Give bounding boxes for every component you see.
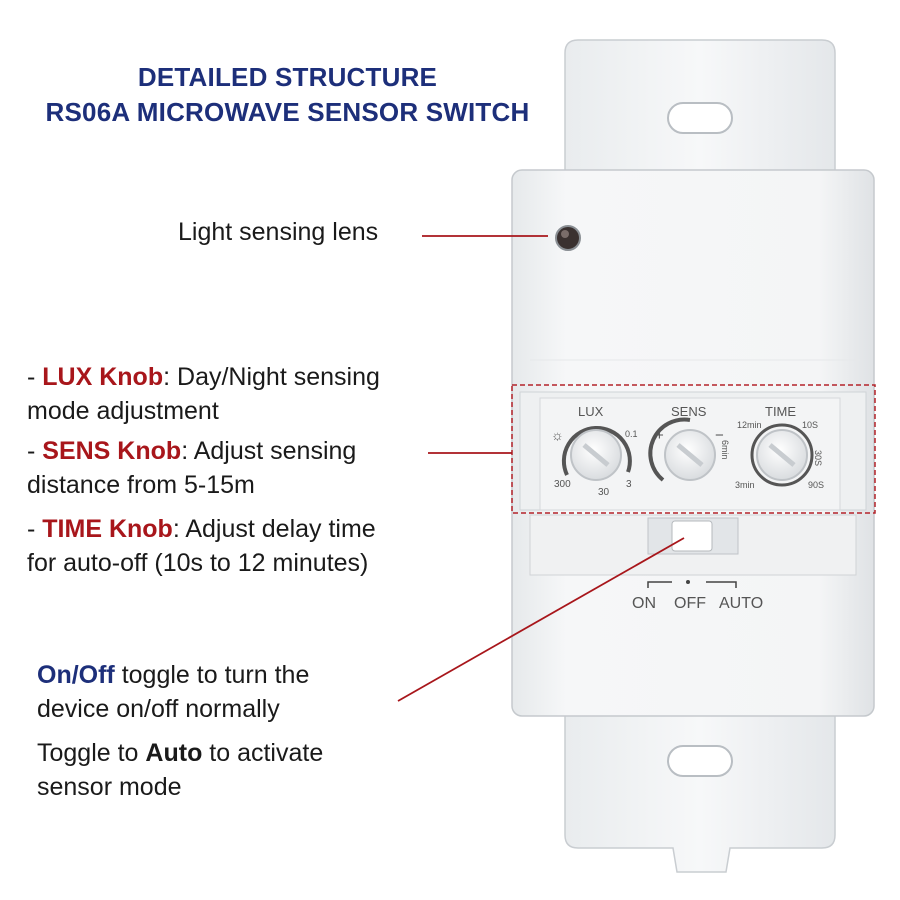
- callout-light-lens: Light sensing lens: [178, 218, 379, 246]
- callout-lux-desc: Day/Night sensing: [170, 363, 380, 391]
- time-scale-3min: 3min: [735, 480, 755, 490]
- knob-highlight-box: [511, 384, 876, 514]
- callout-auto: Toggle to Auto to activate sensor mode: [37, 736, 323, 804]
- lux-scale-300: 300: [554, 479, 571, 490]
- title-line-1: DETAILED STRUCTURE: [137, 62, 438, 92]
- title-line-2: RS06A MICROWAVE SENSOR SWITCH: [45, 97, 530, 127]
- sens-label: SENS: [671, 404, 707, 419]
- time-scale-12min: 12min: [737, 420, 762, 430]
- slide-switch-thumb: [671, 520, 713, 552]
- screw-slot-top: [667, 102, 733, 134]
- lux-scale-3: 3: [626, 479, 632, 490]
- callout-auto-word: Auto: [145, 739, 203, 767]
- sens-minus: −: [715, 427, 724, 444]
- callout-lux: - LUX Knob: Day/Night sensing mode adjus…: [27, 360, 380, 428]
- leader-line-toggle: [397, 537, 685, 702]
- lux-knob[interactable]: [561, 426, 632, 481]
- callout-time-desc: Adjust delay time: [179, 515, 376, 543]
- time-knob[interactable]: [750, 423, 814, 487]
- callout-auto-post: to activate: [202, 739, 324, 767]
- callout-time-colon: :: [172, 515, 180, 543]
- mounting-plate-bottom: [564, 709, 836, 873]
- mounting-plate-top: [564, 39, 836, 176]
- switch-position-markers: [647, 580, 737, 588]
- callout-time: - TIME Knob: Adjust delay time for auto-…: [27, 512, 376, 580]
- callout-sens-desc-2: distance from 5-15m: [27, 471, 255, 499]
- callout-auto-pre: Toggle to: [37, 739, 146, 767]
- callout-lux-colon: :: [163, 363, 171, 391]
- lux-scale-0-1: 0.1: [625, 429, 638, 439]
- time-scale-10s: 10S: [802, 420, 818, 430]
- callout-toggle-name: On/Off: [37, 661, 115, 689]
- callout-auto-desc-2: sensor mode: [37, 773, 182, 801]
- sens-plus: +: [655, 427, 664, 444]
- time-scale-90s: 90S: [808, 480, 824, 490]
- sens-knob[interactable]: [648, 417, 716, 482]
- time-scale-6min: 6min: [720, 440, 730, 460]
- switch-label-auto: AUTO: [719, 595, 763, 612]
- time-label: TIME: [765, 404, 796, 419]
- callout-time-dash: -: [27, 515, 43, 543]
- switch-label-off: OFF: [674, 595, 706, 612]
- time-scale-30s: 30S: [813, 450, 823, 466]
- light-sensing-lens: [555, 225, 581, 251]
- callout-sens-desc: Adjust sensing: [188, 437, 357, 465]
- callout-lux-dash: -: [27, 363, 43, 391]
- lux-label: LUX: [578, 404, 604, 419]
- callout-sens: - SENS Knob: Adjust sensing distance fro…: [27, 434, 356, 502]
- callout-lux-name: LUX Knob: [42, 363, 164, 391]
- callout-sens-colon: :: [181, 437, 189, 465]
- screw-slot-bottom: [667, 745, 733, 777]
- callout-sens-name: SENS Knob: [42, 437, 182, 465]
- switch-label-on: ON: [632, 595, 656, 612]
- callout-time-desc-2: for auto-off (10s to 12 minutes): [27, 549, 369, 577]
- lux-scale-30: 30: [598, 487, 610, 498]
- callout-sens-dash: -: [27, 437, 43, 465]
- callout-toggle-desc-2: device on/off normally: [37, 695, 280, 723]
- callout-time-name: TIME Knob: [42, 515, 173, 543]
- callout-toggle-desc: toggle to turn the: [114, 661, 310, 689]
- callout-toggle: On/Off toggle to turn the device on/off …: [37, 658, 309, 726]
- sun-icon: ☼: [551, 427, 564, 443]
- callout-lux-desc-2: mode adjustment: [27, 397, 219, 425]
